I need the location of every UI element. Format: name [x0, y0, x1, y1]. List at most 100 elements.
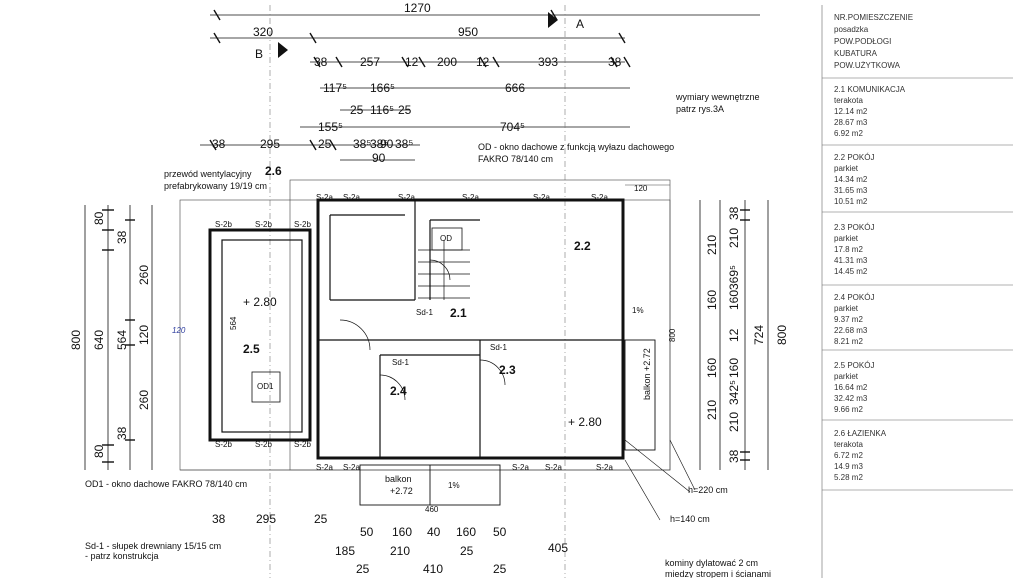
dim-right-800: 800	[775, 325, 789, 345]
svg-text:41.31 m3: 41.31 m3	[834, 256, 868, 265]
svg-text:8.21 m2: 8.21 m2	[834, 337, 863, 346]
legend-room-4: 2.4 POKÓJ parkiet 9.37 m2 22.68 m3 8.21 …	[834, 293, 874, 346]
tag-s2a-6: S-2a	[591, 193, 608, 202]
svg-text:17.8 m2: 17.8 m2	[834, 245, 863, 254]
dim-800-inner: 800	[668, 328, 677, 342]
svg-text:2.3 POKÓJ: 2.3 POKÓJ	[834, 223, 874, 232]
tag-s2b-4: S-2b	[215, 440, 232, 449]
tag-s2a-1: S-2a	[316, 193, 333, 202]
dim-right-160-b: 160	[727, 358, 741, 378]
dim-120-top: 120	[634, 184, 648, 193]
note-vent: przewód wentylacyjny	[164, 169, 252, 179]
svg-text:9.37 m2: 9.37 m2	[834, 315, 863, 324]
legend-header-4: KUBATURA	[834, 49, 878, 58]
dim-bottom-405: 405	[548, 541, 568, 555]
dim-90-b: 90	[372, 151, 386, 165]
tag-s2b-3: S-2b	[294, 220, 311, 229]
svg-text:22.68 m3: 22.68 m3	[834, 326, 868, 335]
room-2-1: 2.1	[450, 306, 467, 320]
balcony-right	[624, 339, 656, 451]
dim-564-inner: 564	[229, 316, 238, 330]
dim-right-342: 342⁵	[727, 380, 741, 405]
note-od-window-model: FAKRO 78/140 cm	[478, 154, 553, 164]
note-post: Sd-1 - słupek drewniany 15/15 cm	[85, 541, 221, 551]
dim-25-b: 25	[398, 103, 412, 117]
dim-right-160-d: 160	[705, 358, 719, 378]
dim-bottom-295: 295	[256, 512, 276, 526]
tag-s2b-1: S-2b	[215, 220, 232, 229]
svg-text:parkiet: parkiet	[834, 304, 859, 313]
slope-1pct-b: 1%	[448, 481, 460, 490]
dim-bottom-25-b: 25	[460, 544, 474, 558]
dim-right-38-a: 38	[727, 206, 741, 220]
dim-38-5b: 38⁵	[370, 137, 388, 151]
dim-right-210-b: 210	[727, 412, 741, 432]
axis-b-marker	[278, 42, 288, 58]
dim-200: 200	[437, 55, 457, 69]
room-2-2: 2.2	[574, 239, 591, 253]
dim-left-80-a: 80	[92, 211, 106, 225]
dim-393: 393	[538, 55, 558, 69]
doors	[339, 259, 506, 401]
svg-text:31.65 m3: 31.65 m3	[834, 186, 868, 195]
dim-704: 704⁵	[500, 120, 525, 134]
dim-right-369: 369⁵	[727, 265, 741, 290]
svg-text:parkiet: parkiet	[834, 234, 859, 243]
tag-s2a-2: S-2a	[343, 193, 360, 202]
note-chimney: kominy dylatować 2 cm	[665, 558, 758, 568]
svg-text:parkiet: parkiet	[834, 164, 859, 173]
tag-s2a-10: S-2a	[545, 463, 562, 472]
balcony-level: +2.72	[390, 486, 413, 496]
tag-sd1-1: Sd-1	[416, 308, 433, 317]
svg-text:2.1 KOMUNIKACJA: 2.1 KOMUNIKACJA	[834, 85, 906, 94]
svg-text:terakota: terakota	[834, 440, 863, 449]
dim-320: 320	[253, 25, 273, 39]
dim-left-260-a: 260	[137, 265, 151, 285]
axis-a-label: A	[576, 17, 584, 31]
dim-bottom-160-b: 160	[456, 525, 476, 539]
svg-text:parkiet: parkiet	[834, 372, 859, 381]
note-post-ref: - patrz konstrukcja	[85, 551, 159, 561]
balcony-label: balkon	[385, 474, 412, 484]
dim-38-a: 38	[314, 55, 328, 69]
dim-90-a: 90	[380, 137, 394, 151]
dim-right-160-a: 160	[727, 290, 741, 310]
axis-b-label: B	[255, 47, 263, 61]
dim-166: 166⁵	[370, 81, 395, 95]
dim-25-c: 25	[318, 137, 332, 151]
legend-header-2: posadzka	[834, 25, 869, 34]
dim-bottom-185: 185	[335, 544, 355, 558]
dim-bottom-210: 210	[390, 544, 410, 558]
axis-lines	[269, 5, 566, 578]
dim-38-5a: 38⁵	[353, 137, 371, 151]
svg-text:2.5 POKÓJ: 2.5 POKÓJ	[834, 361, 874, 370]
dim-155: 155⁵	[318, 120, 343, 134]
svg-text:2.6 ŁAZIENKA: 2.6 ŁAZIENKA	[834, 429, 887, 438]
dim-12-b: 12	[476, 55, 490, 69]
svg-text:6.72 m2: 6.72 m2	[834, 451, 863, 460]
svg-text:16.64 m2: 16.64 m2	[834, 383, 868, 392]
balcony-bottom	[359, 464, 501, 506]
slope-1pct-a: 1%	[632, 306, 644, 315]
dim-120-blue: 120	[172, 326, 186, 335]
dim-bottom-25-c: 25	[356, 562, 370, 576]
room-2-3: 2.3	[499, 363, 516, 377]
walls	[208, 198, 625, 460]
tag-sd1-2: Sd-1	[490, 343, 507, 352]
dim-balcony-460: 460	[425, 505, 439, 514]
dim-666: 666	[505, 81, 525, 95]
dim-257: 257	[360, 55, 380, 69]
od-window-rect	[431, 227, 463, 251]
dim-25-a: 25	[350, 103, 364, 117]
room-2-4: 2.4	[390, 384, 407, 398]
dim-left-800: 800	[69, 330, 83, 350]
level-280-b: + 2.80	[568, 415, 602, 429]
dim-bottom-410: 410	[423, 562, 443, 576]
dim-right-d: 210	[705, 400, 719, 420]
top-dimension-ticks	[209, 9, 631, 151]
legend-room-5: 2.5 POKÓJ parkiet 16.64 m2 32.42 m3 9.66…	[834, 361, 874, 414]
dim-bottom-160-a: 160	[392, 525, 412, 539]
dim-38-5c: 38⁵	[395, 137, 413, 151]
legend-header-1: NR.POMIESZCZENIE	[834, 13, 913, 22]
